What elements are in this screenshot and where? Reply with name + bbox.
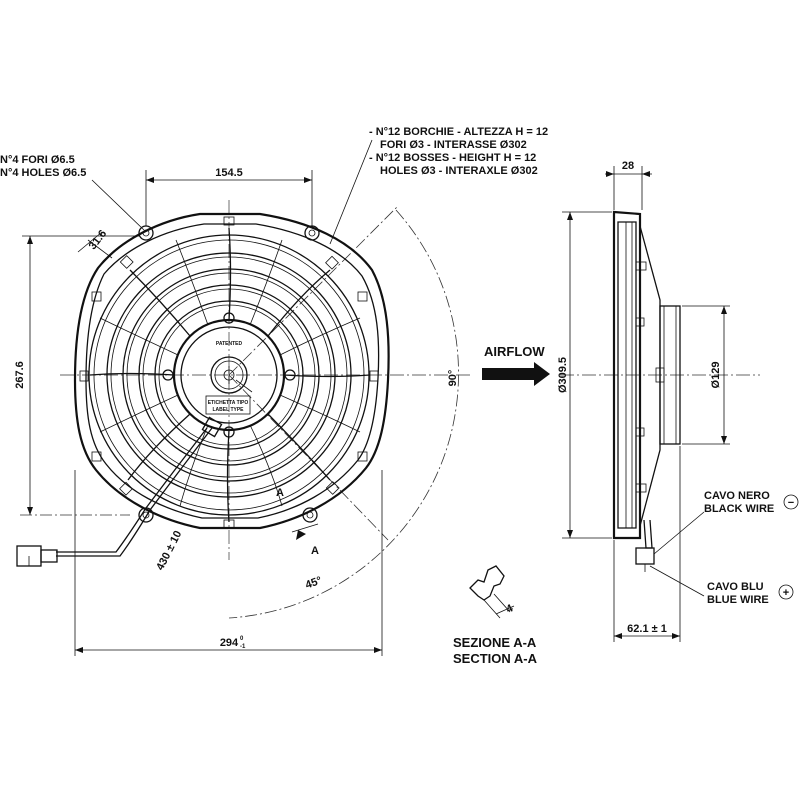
dim-side-depth-top-value: 28 (622, 160, 634, 172)
label-type-en: LABEL TYPE (212, 407, 244, 413)
mounting-ear-bottom-right (302, 507, 318, 523)
dim-hole-spacing-value: 154.5 (215, 167, 243, 179)
fan-frame-outline (73, 212, 390, 530)
section-title-it: SEZIONE A-A (453, 635, 537, 650)
black-wire-callout: CAVO NERO BLACK WIRE − (653, 490, 799, 555)
dim-vertical-value: 267.6 (14, 361, 26, 389)
black-wire-en: BLACK WIRE (704, 503, 774, 515)
motor-hub: PATENTED ETICHETTA TIPO LABEL TYPE (162, 312, 296, 438)
dim-hole-offset-value: 31.6 (87, 228, 110, 252)
side-frame (612, 210, 642, 540)
dim-side-depth-bottom: 62.1 ± 1 (613, 446, 681, 642)
bosses-note-line1: - N°12 BORCHIE - ALTEZZA H = 12 (369, 126, 548, 138)
rim-bosses (79, 216, 379, 529)
guard-spokes (89, 227, 371, 523)
positive-polarity-icon (778, 584, 794, 600)
blue-wire-callout: CAVO BLU BLUE WIRE + (649, 565, 794, 606)
airflow-indicator: AIRFLOW (482, 344, 550, 386)
dim-angle-45: 45° (304, 575, 324, 592)
dim-side-diameter-value: Ø309.5 (557, 357, 569, 393)
blue-wire-polarity: + (783, 587, 789, 599)
dim-angle-90: 90° (447, 370, 459, 387)
dim-side-diameter: Ø309.5 (557, 211, 612, 539)
holes-note-en: N°4 HOLES Ø6.5 (0, 167, 86, 179)
bosses-note-line2: FORI Ø3 - INTERASSE Ø302 (380, 139, 527, 151)
type-label-plate (205, 395, 251, 415)
negative-polarity-icon (783, 494, 799, 510)
sweep-arc (228, 209, 459, 619)
blue-wire-it: CAVO BLU (707, 581, 764, 593)
dim-motor-diameter: Ø129 (682, 305, 730, 445)
section-marker-label: A (311, 545, 319, 557)
side-view: 28 Ø309.5 Ø129 62.1 ± 1 (557, 160, 799, 642)
blue-wire-en: BLUE WIRE (707, 594, 769, 606)
dim-vertical: 267.6 (14, 235, 140, 515)
diagonal-center-line-lower (228, 374, 389, 541)
section-marker-label-upper: A (276, 487, 284, 499)
side-connector (635, 547, 655, 565)
dim-width-value: 294 (220, 637, 239, 649)
dim-hole-offset: 31.6 (77, 228, 121, 267)
holes-note: N°4 FORI Ø6.5 N°4 HOLES Ø6.5 (0, 154, 145, 231)
airflow-label: AIRFLOW (484, 344, 545, 359)
section-title-en: SECTION A-A (453, 651, 538, 666)
label-type-it: ETICHETTA TIPO (208, 400, 249, 406)
diagonal-center-line (228, 205, 399, 376)
black-wire-it: CAVO NERO (704, 490, 770, 502)
dim-width-tol-lower: -1 (240, 644, 246, 650)
bosses-note-line3: - N°12 BOSSES - HEIGHT H = 12 (369, 152, 536, 164)
patented-label: PATENTED (216, 341, 243, 347)
cable-assembly (16, 416, 223, 567)
bosses-note: - N°12 BORCHIE - ALTEZZA H = 12 FORI Ø3 … (329, 126, 548, 245)
dim-side-depth-top: 28 (605, 160, 652, 210)
dim-width: 294 0 -1 (74, 470, 383, 656)
dim-cable-length: 430 ± 10 (154, 529, 184, 573)
dim-side-depth-bottom-value: 62.1 ± 1 (627, 623, 667, 635)
dim-width-tol-upper: 0 (240, 636, 244, 642)
dim-hole-spacing: 154.5 (145, 167, 313, 226)
front-view: PATENTED ETICHETTA TIPO LABEL TYPE A A (0, 126, 548, 656)
section-marker: A A (276, 487, 319, 557)
black-wire-polarity: − (788, 497, 794, 509)
bosses-note-line4: HOLES Ø3 - INTERAXLE Ø302 (380, 165, 538, 177)
section-view: 4 SEZIONE A-A SECTION A-A (453, 565, 538, 666)
dim-motor-diameter-value: Ø129 (710, 362, 722, 389)
dim-boss-value: 4 (504, 602, 515, 616)
side-motor (659, 305, 681, 445)
airflow-arrow-icon (482, 362, 550, 386)
section-profile (469, 565, 505, 601)
holes-note-it: N°4 FORI Ø6.5 (0, 154, 75, 166)
